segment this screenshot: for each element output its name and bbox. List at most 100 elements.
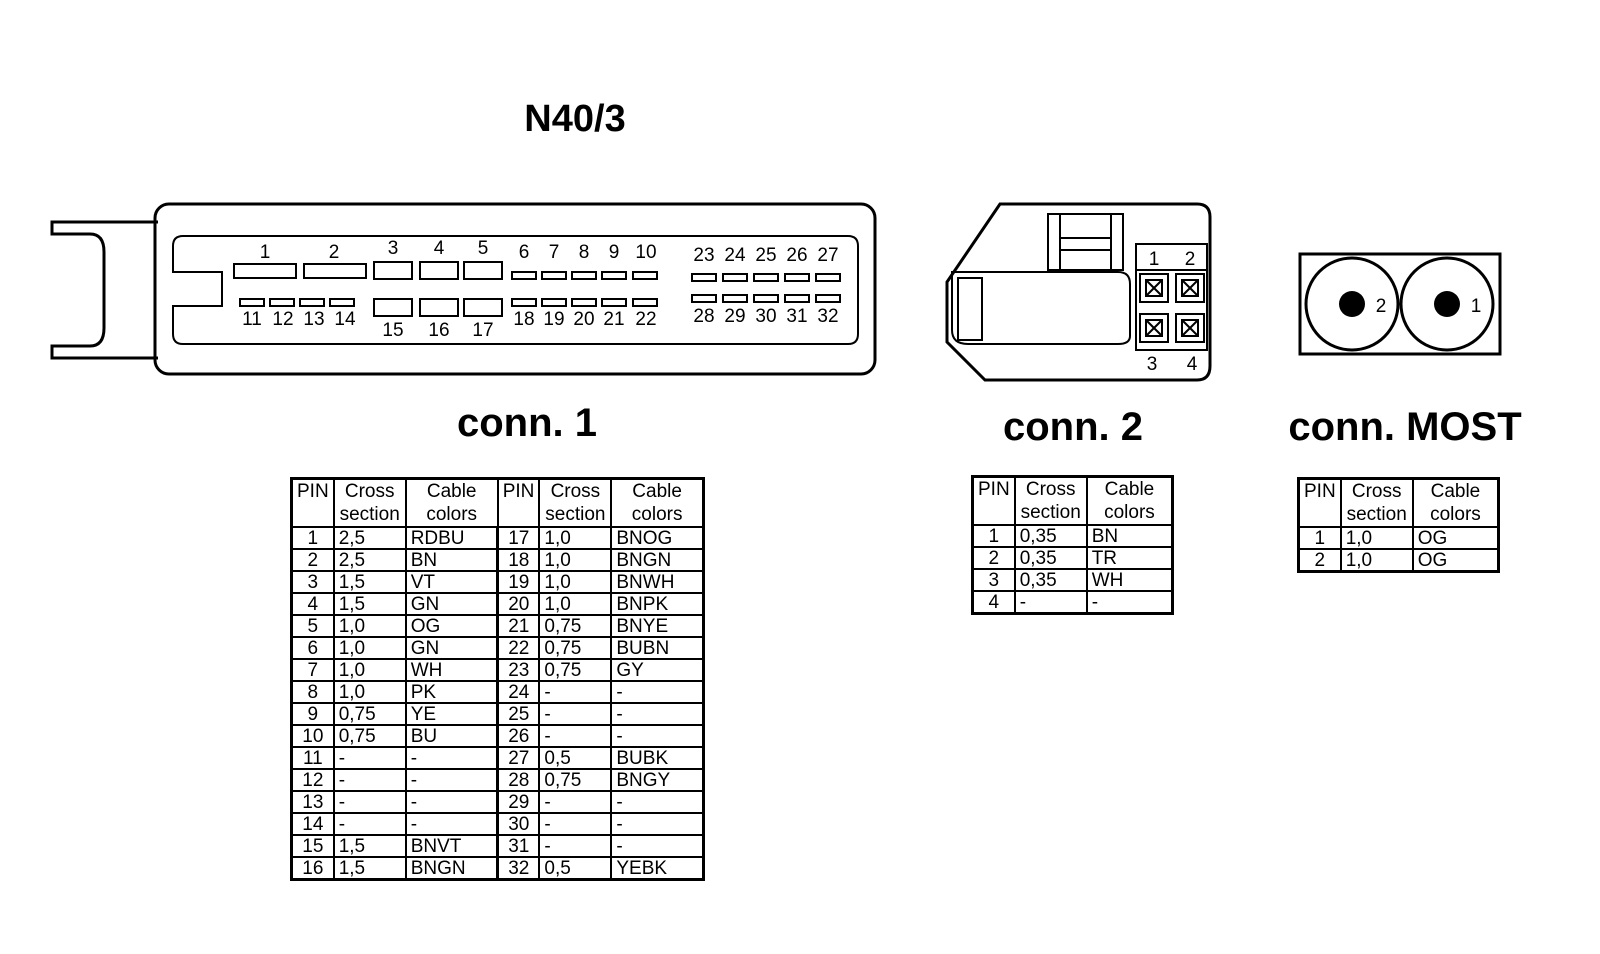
connector-1-drawing	[50, 202, 877, 376]
cable-color-cell: GN	[404, 592, 499, 616]
pin-cavity-30	[753, 294, 779, 303]
cross-section-cell: 1,0	[538, 526, 613, 550]
pin-cavity-8	[571, 271, 597, 280]
cross-section-cell: 1,0	[332, 658, 407, 682]
pin-cell: 4	[290, 592, 335, 616]
cable-color-cell: BNGN	[404, 856, 499, 881]
pin-label: 2	[1376, 296, 1387, 317]
header-cross-section: Cross section	[1013, 475, 1088, 526]
pin-label: 25	[755, 245, 776, 266]
cable-color-cell: YEBK	[610, 856, 705, 881]
pin-cavity-31	[784, 294, 810, 303]
connector-1-title: conn. 1	[457, 401, 597, 445]
cross-section-cell: 0,75	[538, 658, 613, 682]
cross-section-cell: -	[538, 834, 613, 858]
pin-label: 3	[388, 238, 399, 259]
cross-section-cell: -	[538, 812, 613, 836]
pin-label: 20	[573, 309, 594, 330]
pin-label: 22	[635, 309, 656, 330]
cable-color-cell: -	[404, 812, 499, 836]
pin-cell: 6	[290, 636, 335, 660]
pin-label: 16	[428, 320, 449, 341]
cross-section-cell: 1,0	[332, 636, 407, 660]
pin-cell: 4	[971, 590, 1016, 615]
cable-color-cell: OG	[1411, 548, 1500, 573]
connector-2-terminal-block	[1135, 243, 1208, 351]
pin-label: 13	[303, 309, 324, 330]
cross-section-cell: 0,5	[538, 746, 613, 770]
connector-1-latch	[50, 220, 158, 360]
pin-label: 8	[579, 242, 590, 263]
pin-cavity-25	[753, 273, 779, 282]
pin-label: 30	[755, 306, 776, 327]
pin-label: 9	[609, 242, 620, 263]
connector-2-terminals	[1139, 273, 1205, 343]
pin-cavity-14	[329, 298, 355, 307]
pin-cavity-1	[233, 263, 297, 279]
header-cable-colors: Cable colors	[610, 477, 705, 528]
cross-section-cell: -	[1013, 590, 1088, 615]
table-header-row: PIN Cross section Cable colors	[1297, 477, 1500, 528]
cross-section-cell: -	[538, 790, 613, 814]
pin-label: 12	[272, 309, 293, 330]
cable-color-cell: BN	[1085, 524, 1174, 548]
pin-cell: 23	[496, 658, 541, 682]
pin-label: 26	[786, 245, 807, 266]
pin-cavity-24	[722, 273, 748, 282]
pin-cavity-29	[722, 294, 748, 303]
connector-1-housing	[153, 202, 877, 376]
cross-section-cell: 2,5	[332, 526, 407, 550]
cross-section-cell: 1,5	[332, 570, 407, 594]
cable-color-cell: -	[404, 746, 499, 770]
cable-color-cell: GN	[404, 636, 499, 660]
cross-section-cell: 0,35	[1013, 546, 1088, 570]
header-cable-colors: Cable colors	[1085, 475, 1174, 526]
cross-section-cell: 0,35	[1013, 568, 1088, 592]
cross-section-cell: -	[332, 812, 407, 836]
connector-1-inner-frame	[172, 235, 859, 345]
most-connector-drawing	[1298, 252, 1502, 356]
pin-cavity-32	[815, 294, 841, 303]
cross-section-cell: -	[538, 680, 613, 704]
most-port-2	[1304, 256, 1400, 352]
cable-color-cell: -	[404, 768, 499, 792]
header-cable-colors: Cable colors	[404, 477, 499, 528]
pin-label: 24	[724, 245, 746, 266]
pin-cell: 16	[290, 856, 335, 881]
cross-section-cell: 2,5	[332, 548, 407, 572]
pin-cavity-15	[373, 298, 413, 317]
pin-label: 17	[472, 320, 493, 341]
pin-cell: 19	[496, 570, 541, 594]
cross-section-cell: -	[332, 790, 407, 814]
cross-section-cell: 1,5	[332, 834, 407, 858]
cross-section-cell: 0,75	[538, 636, 613, 660]
pin-label: 7	[549, 242, 560, 263]
pin-label: 1	[1471, 296, 1482, 317]
cross-section-cell: 1,0	[538, 592, 613, 616]
cross-section-cell: 0,35	[1013, 524, 1088, 548]
most-port-1	[1399, 256, 1495, 352]
cross-section-cell: 1,5	[332, 856, 407, 881]
pin-cavity-28	[691, 294, 717, 303]
pin-cell: 2	[1297, 548, 1342, 573]
pin-cavity-19	[541, 298, 567, 307]
cross-section-cell: 0,75	[538, 614, 613, 638]
pin-cell: 1	[971, 524, 1016, 548]
pin-label: 6	[519, 242, 530, 263]
pin-cavity-10	[632, 271, 658, 280]
pin-cavity-26	[784, 273, 810, 282]
pin-cell: 28	[496, 768, 541, 792]
cable-color-cell: GY	[610, 658, 705, 682]
header-pin: PIN	[496, 477, 541, 528]
pin-label: 1	[1149, 249, 1160, 270]
cable-color-cell: -	[1085, 590, 1174, 615]
pin-cavity-6	[511, 271, 537, 280]
